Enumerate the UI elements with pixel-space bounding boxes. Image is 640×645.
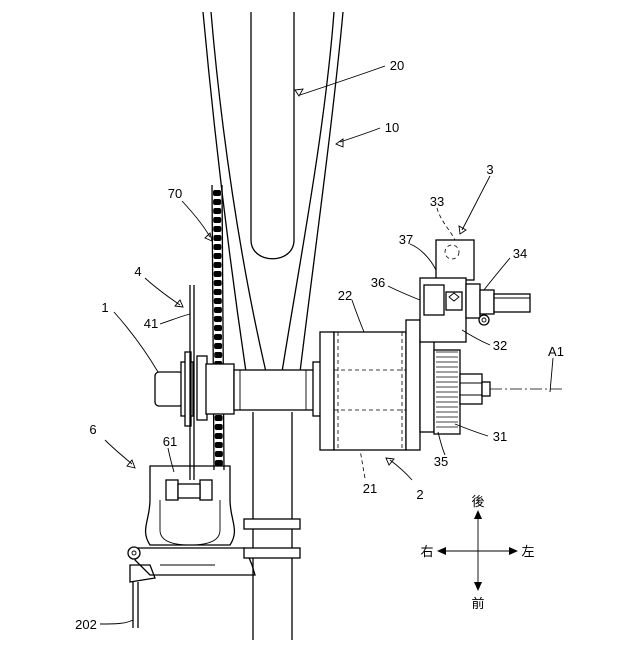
motor-unit-2 xyxy=(313,320,434,450)
chain-link xyxy=(214,280,222,286)
chain-link xyxy=(214,325,222,331)
chain-link xyxy=(215,415,223,421)
direction-right-label: 右 xyxy=(420,544,433,559)
arrow-up-icon xyxy=(474,510,482,519)
chain-link xyxy=(214,307,222,313)
chain-link xyxy=(213,208,221,214)
ref-label-1: 1 xyxy=(101,300,108,315)
ref-label-6: 6 xyxy=(89,422,96,437)
arrow-right-icon xyxy=(509,547,518,555)
arrow-left-icon xyxy=(437,547,446,555)
ref-label-4: 4 xyxy=(134,264,141,279)
gear-31 xyxy=(434,350,490,434)
direction-rear-label: 後 xyxy=(471,494,484,509)
crank-unit-1 xyxy=(155,352,193,426)
clamp-bracket xyxy=(128,547,255,628)
ref-label-22: 22 xyxy=(338,288,352,303)
arrow-down-icon xyxy=(474,582,482,591)
direction-compass: 後 前 右 左 xyxy=(420,494,534,611)
direction-front-label: 前 xyxy=(471,596,484,611)
ref-label-A1: A1 xyxy=(548,344,564,359)
ref-label-2: 2 xyxy=(416,487,423,502)
ref-label-37: 37 xyxy=(399,232,413,247)
ref-label-202: 202 xyxy=(75,617,97,632)
chain-link xyxy=(214,262,222,268)
chain-link xyxy=(214,352,222,358)
chain-link xyxy=(213,235,221,241)
ref-label-20: 20 xyxy=(390,58,404,73)
ref-label-61: 61 xyxy=(163,434,177,449)
chain-link xyxy=(214,316,222,322)
chain-link xyxy=(214,343,222,349)
chain-link xyxy=(213,226,221,232)
chain-link xyxy=(213,217,221,223)
frame-member-10 xyxy=(203,12,343,372)
ref-label-21: 21 xyxy=(363,481,377,496)
ref-label-41: 41 xyxy=(144,316,158,331)
ref-label-34: 34 xyxy=(513,246,527,261)
ref-label-35: 35 xyxy=(434,454,448,469)
ref-label-31: 31 xyxy=(493,429,507,444)
ref-label-33: 33 xyxy=(430,194,444,209)
direction-left-label: 左 xyxy=(521,544,534,559)
ref-label-36: 36 xyxy=(371,275,385,290)
ref-label-10: 10 xyxy=(385,120,399,135)
chain-link xyxy=(214,271,222,277)
chain-link xyxy=(214,298,222,304)
chain-link xyxy=(214,253,222,259)
ref-label-32: 32 xyxy=(493,338,507,353)
seat-tube-20 xyxy=(251,12,294,259)
ref-label-70: 70 xyxy=(168,186,182,201)
chain-link xyxy=(215,451,223,457)
chain-link xyxy=(215,433,223,439)
bottom-bracket-shell xyxy=(234,370,314,410)
chain-link xyxy=(213,244,221,250)
chain-link xyxy=(213,199,221,205)
chain-link xyxy=(214,334,222,340)
chain-link xyxy=(213,190,221,196)
chain-link xyxy=(215,442,223,448)
chain-link xyxy=(214,289,222,295)
chainring-4 xyxy=(190,285,234,480)
chain-link xyxy=(215,424,223,430)
ref-label-3: 3 xyxy=(486,162,493,177)
chain-70 xyxy=(212,185,224,470)
chain-link xyxy=(215,460,223,466)
